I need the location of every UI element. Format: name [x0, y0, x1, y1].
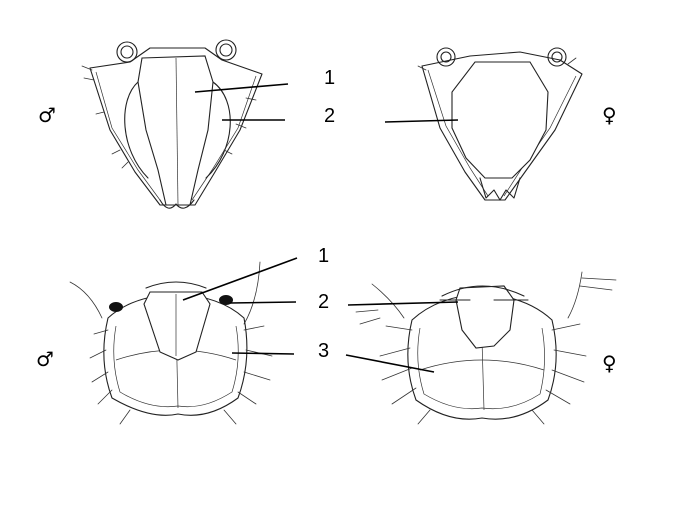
bottom-male-drawing	[69, 261, 273, 425]
label-bottom-2: 2	[318, 291, 329, 313]
top-female-drawing	[417, 47, 583, 201]
sex-symbol-bottom-female: ♀	[602, 351, 617, 375]
label-bottom-1: 1	[318, 245, 329, 267]
sex-symbol-bottom-male: ♂	[36, 347, 54, 371]
sex-symbol-top-female: ♀	[602, 103, 617, 127]
label-top-male-2: 2	[324, 105, 335, 127]
label-bottom-3: 3	[318, 340, 329, 362]
label-top-male-1: 1	[324, 67, 335, 89]
top-male-drawing	[81, 39, 263, 209]
bottom-female-drawing	[355, 271, 617, 425]
sex-symbol-top-male: ♂	[38, 103, 56, 127]
leader-lines	[182, 83, 459, 373]
